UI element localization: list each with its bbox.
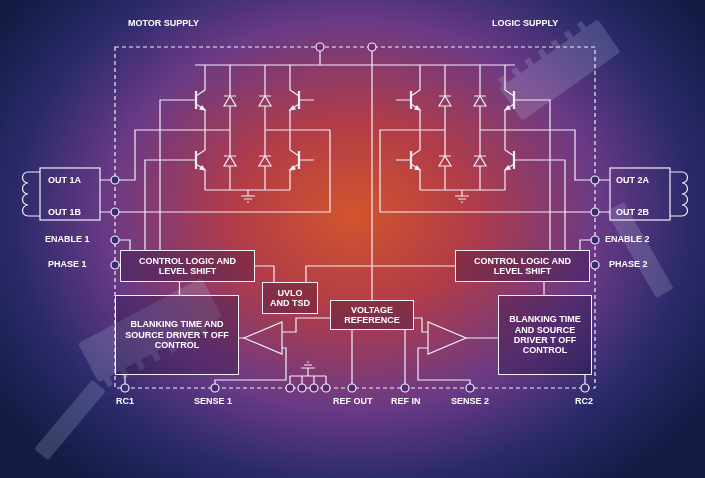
block-label: BLANKING TIME AND SOURCE DRIVER T OFF CO…	[503, 314, 587, 355]
pin-label: SENSE 1	[194, 396, 232, 407]
pin-label: PHASE 2	[609, 259, 648, 270]
block-text-group: BLANKING TIME AND SOURCE DRIVER T OFF CO…	[503, 314, 587, 355]
block-text-group: UVLO AND TSD	[267, 288, 313, 309]
function-block: CONTROL LOGIC AND LEVEL SHIFT	[120, 250, 255, 282]
block-text-group: VOLTAGE REFERENCE	[335, 305, 409, 326]
block-text-group: CONTROL LOGIC AND LEVEL SHIFT	[460, 256, 585, 277]
block-text-group: BLANKING TIME AND SOURCE DRIVER T OFF CO…	[120, 319, 234, 350]
block-label: CONTROL LOGIC AND LEVEL SHIFT	[460, 256, 585, 277]
function-block: BLANKING TIME AND SOURCE DRIVER T OFF CO…	[115, 295, 239, 375]
signal-wire	[306, 266, 455, 282]
pin-label: OUT 2B	[616, 207, 649, 218]
signal-wire	[543, 282, 544, 295]
pin-label: REF OUT	[333, 396, 373, 407]
pin-label: RC1	[116, 396, 134, 407]
block-label: VOLTAGE REFERENCE	[335, 305, 409, 326]
pin-label: OUT 1A	[48, 175, 81, 186]
signal-wire	[179, 282, 180, 295]
pin-label: OUT 1B	[48, 207, 81, 218]
function-block: VOLTAGE REFERENCE	[330, 300, 414, 330]
block-label: BLANKING TIME AND SOURCE DRIVER T OFF CO…	[120, 319, 234, 350]
function-block: UVLO AND TSD	[262, 282, 318, 314]
block-text-group: CONTROL LOGIC AND LEVEL SHIFT	[125, 256, 250, 277]
pin-label: ENABLE 1	[45, 234, 90, 245]
signal-wire	[255, 266, 274, 282]
supply-label: MOTOR SUPPLY	[128, 18, 199, 29]
block-label: UVLO AND TSD	[267, 288, 313, 309]
pin-label: OUT 2A	[616, 175, 649, 186]
function-block: BLANKING TIME AND SOURCE DRIVER T OFF CO…	[498, 295, 592, 375]
function-block: CONTROL LOGIC AND LEVEL SHIFT	[455, 250, 590, 282]
pin-label: ENABLE 2	[605, 234, 650, 245]
pin-label: SENSE 2	[451, 396, 489, 407]
pin-label: RC2	[575, 396, 593, 407]
supply-label: LOGIC SUPPLY	[492, 18, 558, 29]
pin-label: PHASE 1	[48, 259, 87, 270]
block-label: CONTROL LOGIC AND LEVEL SHIFT	[125, 256, 250, 277]
pin-label: REF IN	[391, 396, 421, 407]
